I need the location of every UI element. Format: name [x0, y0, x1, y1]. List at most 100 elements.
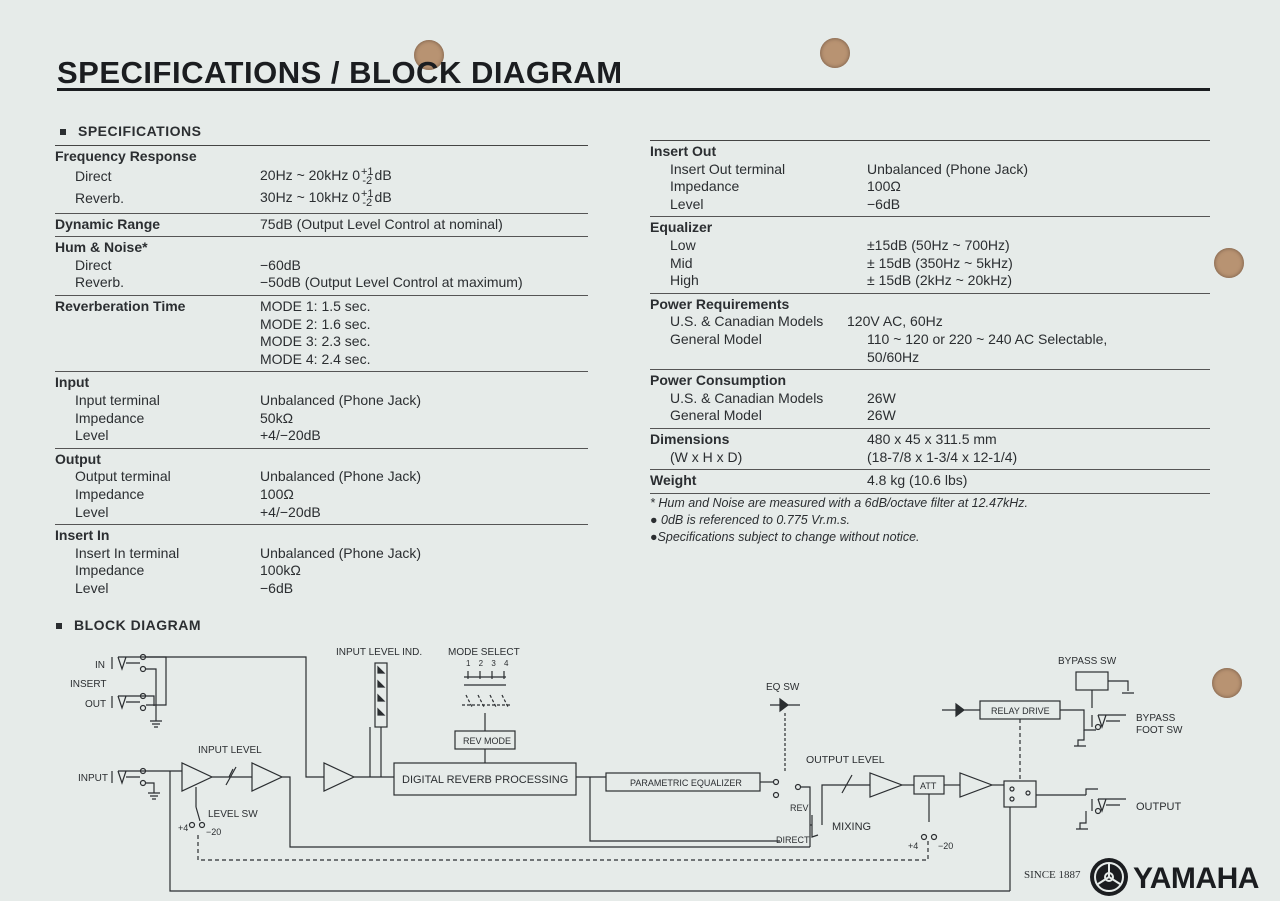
dynamic-range: Dynamic Range 75dB (Output Level Control …: [55, 212, 588, 237]
spec-title: Dynamic Range: [55, 215, 161, 232]
spec-value: −6dB: [260, 579, 294, 596]
insert-out-specs: Insert Out Insert Out terminal Unbalanced…: [650, 140, 1210, 216]
spec-value: 75dB (Output Level Control at nominal): [260, 215, 503, 232]
spec-title: Input: [55, 374, 90, 391]
amp-3: [323, 762, 356, 792]
spec-value: +4/−20dB: [260, 503, 321, 520]
amp-1: [181, 762, 214, 792]
level-plus4: +4: [178, 823, 188, 833]
input-jack: INPUT: [78, 767, 160, 800]
spec-label: Input terminal: [75, 391, 160, 408]
spec-label: U.S. & Canadian Models: [670, 389, 824, 406]
bullet-icon: [60, 129, 66, 136]
spec-label: Impedance: [75, 485, 145, 502]
spec-title: Power Consumption: [650, 372, 787, 389]
punch-hole: [1214, 248, 1244, 278]
spec-value: MODE 3: 2.3 sec.: [260, 333, 371, 350]
rev-mode-label: REV MODE: [463, 736, 511, 746]
specs-right-column: Insert Out Insert Out terminal Unbalanced…: [650, 140, 1210, 494]
spec-label: Reverb.: [75, 274, 125, 291]
spec-value: Unbalanced (Phone Jack): [867, 160, 1029, 177]
input-level-label: INPUT LEVEL: [198, 745, 262, 756]
spec-label: Direct: [75, 256, 112, 273]
spec-label: Impedance: [75, 409, 145, 426]
level-sw-label: LEVEL SW: [208, 809, 258, 820]
spec-label: Level: [75, 579, 109, 596]
att-minus20: −20: [938, 841, 953, 851]
input-level-ind-label: INPUT LEVEL IND.: [336, 647, 422, 658]
spec-value: 100kΩ: [260, 562, 301, 579]
in-label: IN: [95, 660, 105, 671]
spec-label: Impedance: [75, 562, 145, 579]
input-specs: Input Input terminal Unbalanced (Phone Ja…: [55, 371, 588, 447]
spec-label: Low: [670, 236, 696, 253]
in-jack: IN: [95, 653, 147, 673]
footnote: ● 0dB is referenced to 0.775 Vr.m.s.: [650, 513, 851, 527]
spec-title: Dimensions: [650, 430, 730, 447]
spec-value: MODE 2: 1.6 sec.: [260, 315, 371, 332]
power-requirements: Power Requirements U.S. & Canadian Model…: [650, 292, 1210, 369]
digital-reverb-label: DIGITAL REVERB PROCESSING: [402, 774, 568, 786]
spec-value: 100Ω: [260, 485, 294, 502]
spec-label: Impedance: [670, 178, 740, 195]
spec-value: 110 ~ 120 or 220 ~ 240 AC Selectable,: [867, 330, 1108, 347]
punch-hole: [1212, 668, 1242, 698]
amp-2: [251, 762, 284, 792]
punch-hole: [414, 40, 444, 70]
spec-value: 50/60Hz: [867, 348, 920, 365]
spec-value: MODE 4: 2.4 sec.: [260, 350, 371, 367]
att-plus4: +4: [908, 841, 918, 851]
yamaha-wordmark: YAMAHA: [1133, 862, 1259, 895]
amp-4: [869, 772, 904, 798]
level-minus20: −20: [206, 827, 221, 837]
spec-value: 100Ω: [867, 178, 901, 195]
spec-label: Insert Out terminal: [670, 160, 786, 177]
block-diagram-heading: BLOCK DIAGRAM: [56, 617, 201, 633]
spec-value: 26W: [867, 407, 896, 424]
page-title: SPECIFICATIONS / BLOCK DIAGRAM: [57, 55, 623, 90]
spec-value: ± 15dB (350Hz ~ 5kHz): [867, 254, 1013, 271]
spec-title: Insert Out: [650, 143, 717, 159]
output-label: OUTPUT: [1136, 801, 1182, 813]
footnote: ●Specifications subject to change withou…: [650, 530, 920, 544]
amp-5: [959, 772, 994, 798]
equalizer-specs: Equalizer Low±15dB (50Hz ~ 700Hz) Mid± 1…: [650, 216, 1210, 292]
spec-title: Equalizer: [650, 219, 713, 236]
out-label: OUT: [85, 699, 106, 710]
spec-label: Mid: [670, 254, 693, 271]
direct-label: DIRECT: [776, 835, 810, 845]
bypass-sw-box: [1075, 671, 1109, 691]
spec-label: Level: [75, 427, 109, 444]
spec-value: −50dB (Output Level Control at maximum): [260, 274, 523, 291]
foot-sw-label: FOOT SW: [1136, 725, 1183, 736]
parametric-eq-label: PARAMETRIC EQUALIZER: [630, 778, 742, 788]
specifications-heading: SPECIFICATIONS: [60, 123, 201, 139]
specs-left-column: Frequency Response Direct 20Hz ~ 20kHz 0…: [55, 145, 588, 600]
spec-value: 50kΩ: [260, 409, 294, 426]
spec-value: (18-7/8 x 1-3/4 x 12-1/4): [867, 448, 1018, 465]
att-label: ATT: [920, 781, 937, 791]
spec-label: Level: [75, 503, 109, 520]
output-level-label: OUTPUT LEVEL: [806, 754, 885, 766]
spec-label: High: [670, 272, 699, 289]
spec-value: 4.8 kg (10.6 lbs): [867, 472, 968, 489]
mode-numbers: 1 2 3 4: [466, 659, 511, 668]
insert-label: INSERT: [70, 679, 107, 690]
spec-value: Unbalanced (Phone Jack): [260, 544, 422, 561]
spec-value: +4/−20dB: [260, 427, 321, 444]
bullet-icon: [56, 623, 62, 630]
bypass-label: BYPASS: [1136, 713, 1176, 724]
spec-title: Power Requirements: [650, 295, 790, 312]
mixing-label: MIXING: [832, 821, 871, 833]
spec-value: −6dB: [867, 195, 901, 212]
spec-label: Level: [670, 195, 704, 212]
spec-value: Unbalanced (Phone Jack): [260, 391, 422, 408]
spec-title: Hum & Noise*: [55, 239, 148, 256]
out-jack: OUT: [85, 692, 147, 712]
